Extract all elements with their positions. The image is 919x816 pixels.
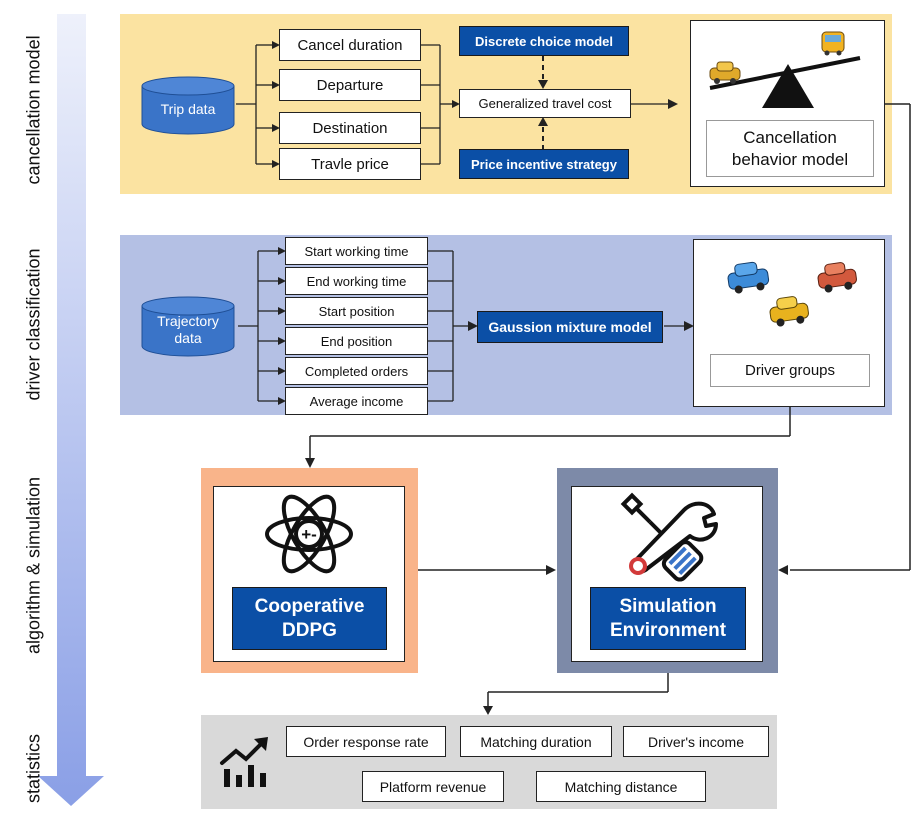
- stat-platform-revenue: Platform revenue: [362, 771, 504, 802]
- stat-drivers-income: Driver's income: [623, 726, 769, 757]
- trajectory-data-label: Trajectory data: [140, 313, 236, 347]
- sim-line1: Simulation: [619, 595, 717, 617]
- feature-start-position: Start position: [285, 297, 428, 325]
- timeline-arrow: [38, 14, 104, 806]
- trajectory-data-line2: data: [174, 330, 202, 346]
- feature-cancel-duration: Cancel duration: [279, 29, 421, 61]
- feature-destination: Destination: [279, 112, 421, 144]
- cooperative-ddpg: Cooperative DDPG: [232, 587, 387, 650]
- trajectory-data-line1: Trajectory: [157, 313, 219, 329]
- driver-groups: Driver groups: [710, 354, 870, 387]
- balance-scale-icon: [709, 31, 861, 108]
- trajectory-data-cylinder-icon: [141, 296, 235, 357]
- feature-start-working-time: Start working time: [285, 237, 428, 265]
- stat-matching-duration: Matching duration: [460, 726, 612, 757]
- discrete-choice-model: Discrete choice model: [459, 26, 629, 56]
- feature-end-position: End position: [285, 327, 428, 355]
- chart-growth-icon: [220, 737, 268, 787]
- simulation-environment: Simulation Environment: [590, 587, 746, 650]
- gaussian-mixture-model: Gaussion mixture model: [477, 311, 663, 343]
- trip-data-label: Trip data: [160, 101, 216, 117]
- tools-icon: [620, 492, 718, 582]
- cancellation-behavior-line1: Cancellation: [743, 127, 837, 147]
- feature-end-working-time: End working time: [285, 267, 428, 295]
- ddpg-line1: Cooperative: [254, 595, 365, 617]
- sim-line2: Environment: [609, 619, 727, 641]
- stat-order-response-rate: Order response rate: [286, 726, 446, 757]
- svg-text:+-: +-: [301, 525, 317, 544]
- driver-cars-icon: [727, 261, 857, 327]
- stat-matching-distance: Matching distance: [536, 771, 706, 802]
- feature-travel-price: Travle price: [279, 148, 421, 180]
- atom-icon: +-: [265, 494, 353, 574]
- cancellation-behavior-model: Cancellation behavior model: [706, 120, 874, 177]
- price-incentive-strategy: Price incentive strategy: [459, 149, 629, 179]
- generalized-travel-cost: Generalized travel cost: [459, 89, 631, 118]
- feature-departure: Departure: [279, 69, 421, 101]
- feature-average-income: Average income: [285, 387, 428, 415]
- cancellation-behavior-line2: behavior model: [731, 149, 849, 169]
- trip-data-cylinder-icon: [141, 76, 235, 135]
- ddpg-line2: DDPG: [282, 619, 337, 641]
- feature-completed-orders: Completed orders: [285, 357, 428, 385]
